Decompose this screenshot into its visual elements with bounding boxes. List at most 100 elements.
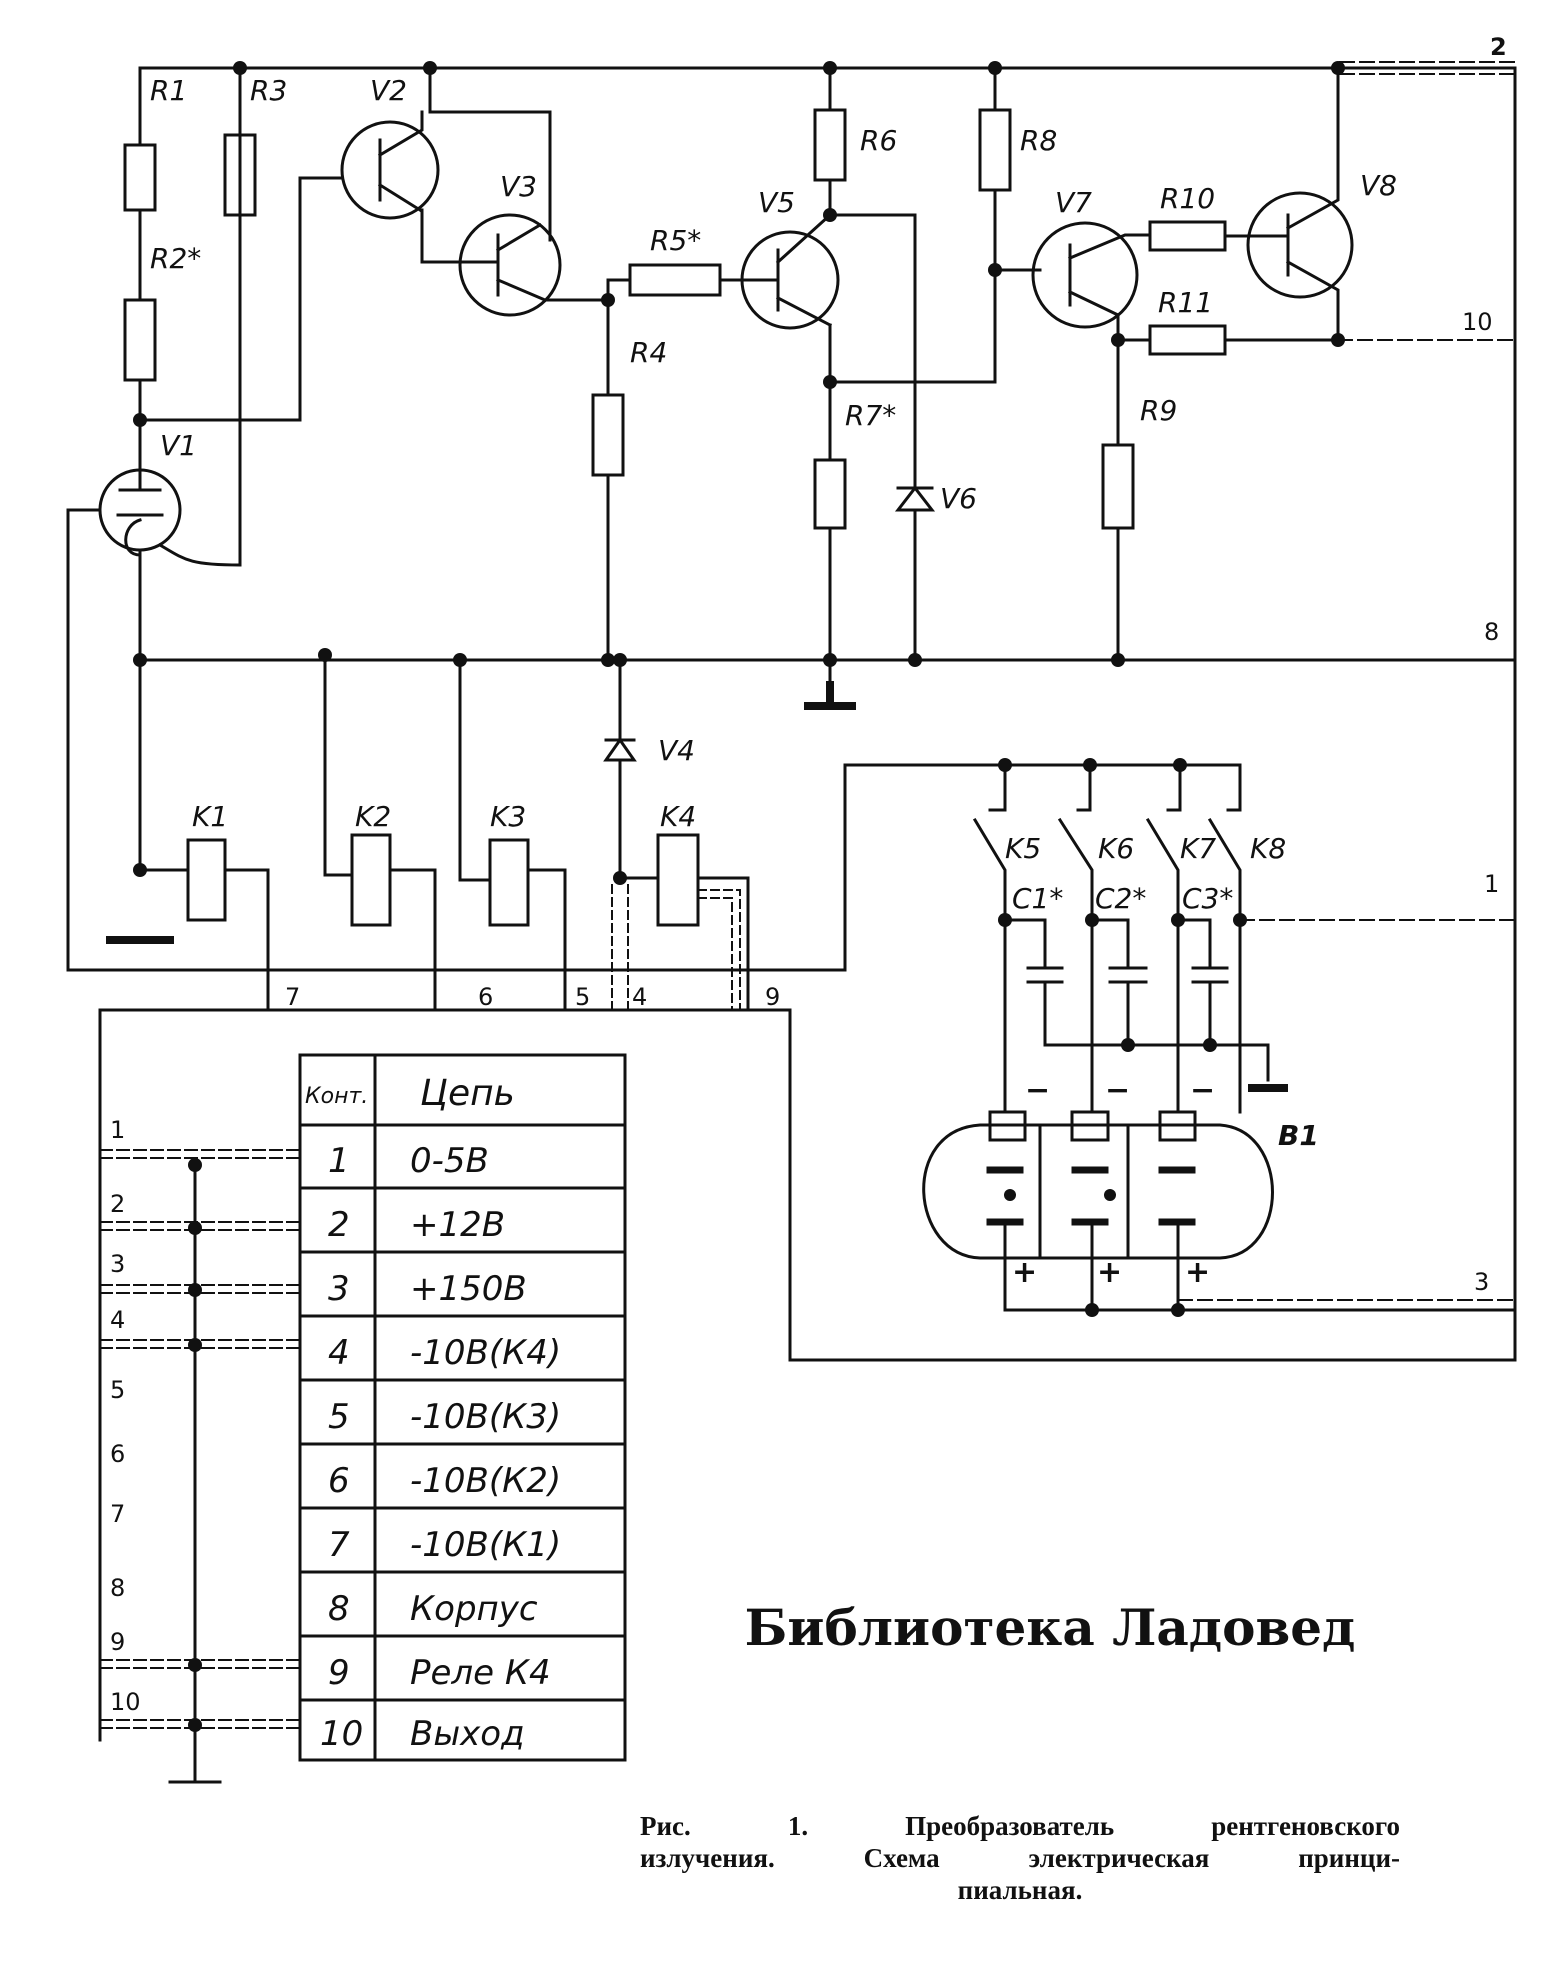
relay-bus-left <box>116 653 164 942</box>
terminal-1: 1 <box>1484 870 1499 898</box>
label-r9: R9 <box>1140 394 1177 427</box>
label-k2: K2 <box>355 800 391 833</box>
terminal-7: 7 <box>285 983 300 1011</box>
connector-leads <box>99 1149 301 1729</box>
relay-k2 <box>350 833 392 927</box>
label-r1: R1 <box>150 74 187 107</box>
switch-k5 <box>972 817 1007 922</box>
label-r11: R11 <box>1158 286 1213 319</box>
label-r3: R3 <box>250 74 287 107</box>
table-circuit-7: -10В(К1) <box>410 1525 561 1565</box>
label-k7: K7 <box>1180 832 1216 865</box>
battery-b1-outline <box>922 1123 1274 1260</box>
resistor-r2 <box>123 298 157 382</box>
cap-common-ground <box>1043 1043 1270 1082</box>
transistor-v8 <box>1246 191 1354 299</box>
diode-v4 <box>603 658 637 880</box>
label-r5: R5* <box>650 224 701 257</box>
connector-pin-1: 1 <box>110 1116 125 1144</box>
connector-pin-3: 3 <box>110 1250 125 1278</box>
connector-pin-9: 9 <box>110 1628 125 1656</box>
terminal-10: 10 <box>1462 308 1493 336</box>
v7-internals <box>1067 233 1152 342</box>
label-c1: C1* <box>1012 882 1063 915</box>
connector-pin-8: 8 <box>110 1574 125 1602</box>
label-k3: K3 <box>490 800 526 833</box>
caption-line-1: Рис. 1. Преобразователь рентгеновского <box>640 1811 1400 1841</box>
battery-b1-cells <box>988 1110 1197 1260</box>
transistor-v2 <box>340 120 440 220</box>
r4-branch <box>606 278 632 662</box>
label-v7: V7 <box>1055 186 1092 219</box>
table-circuit-2: +12В <box>410 1205 505 1245</box>
polarity-minus-1: − <box>1025 1073 1050 1108</box>
connector-pin-7: 7 <box>110 1500 125 1528</box>
table-contact-9: 9 <box>328 1653 350 1693</box>
label-k4: K4 <box>660 800 696 833</box>
label-v1: V1 <box>160 429 197 462</box>
table-circuit-6: -10В(К2) <box>410 1461 561 1501</box>
table-contact-6: 6 <box>328 1461 350 1501</box>
resistor-r10 <box>1148 220 1227 252</box>
table-circuit-9: Реле К4 <box>410 1653 551 1693</box>
capacitor-c3 <box>1176 918 1229 1047</box>
r7-branch <box>828 198 997 687</box>
label-r6: R6 <box>860 124 897 157</box>
polarity-plus-3: + <box>1185 1255 1210 1290</box>
resistor-r7 <box>813 458 847 530</box>
junction-dots <box>133 61 1345 1732</box>
polarity-minus-2: − <box>1105 1073 1130 1108</box>
label-r2: R2* <box>150 242 201 275</box>
switch-comb <box>988 763 1242 812</box>
label-k5: K5 <box>1005 832 1041 865</box>
connector-outline <box>98 1008 792 1742</box>
zener-v6 <box>894 485 936 662</box>
connector-pin-5: 5 <box>110 1376 125 1404</box>
terminal-3: 3 <box>1474 1268 1489 1296</box>
r1-r2-branch <box>138 66 344 422</box>
table-contact-8: 8 <box>328 1589 350 1629</box>
resistor-r5 <box>628 263 722 297</box>
resistor-r4 <box>591 393 625 477</box>
capacitor-c2 <box>1090 918 1148 1047</box>
label-v4: V4 <box>658 734 695 767</box>
connector-pin-2: 2 <box>110 1190 125 1218</box>
relay-k3 <box>488 838 530 927</box>
terminal-6: 6 <box>478 983 493 1011</box>
label-r8: R8 <box>1020 124 1057 157</box>
switch-k7 <box>1145 817 1180 922</box>
rail-2-lead <box>1339 61 1516 75</box>
label-b1: B1 <box>1278 1119 1319 1152</box>
switch-k8 <box>1207 817 1242 922</box>
label-k6: K6 <box>1098 832 1134 865</box>
switch-k6 <box>1057 817 1094 922</box>
table-header-contact: Конт. <box>305 1084 368 1109</box>
transistor-v7 <box>1031 221 1139 329</box>
v8-internals <box>1223 66 1340 342</box>
table-circuit-5: -10В(К3) <box>410 1397 561 1437</box>
pinout-table: Конт. Цепь 1 0-5В 2 +12В 3 +150В 4 -10В(… <box>305 1073 561 1754</box>
resistor-r3 <box>223 133 257 217</box>
table-circuit-10: Выход <box>410 1714 525 1754</box>
table-contact-7: 7 <box>328 1525 350 1565</box>
label-k1: K1 <box>192 800 228 833</box>
label-v2: V2 <box>370 74 407 107</box>
label-v6: V6 <box>940 482 977 515</box>
connector-pin-10: 10 <box>110 1688 141 1716</box>
v1-electrodes <box>116 418 164 657</box>
terminal-8: 8 <box>1484 618 1499 646</box>
label-r4: R4 <box>630 336 667 369</box>
battery-b1-plates <box>986 1166 1196 1226</box>
v2-internals <box>377 66 552 242</box>
k3-wiring <box>458 653 567 1012</box>
resistor-r1 <box>123 143 157 212</box>
table-contact-4: 4 <box>328 1333 350 1373</box>
label-v8: V8 <box>1360 169 1397 202</box>
table-contact-3: 3 <box>328 1269 350 1309</box>
resistor-r9 <box>1101 443 1135 530</box>
terminal-2: 2 <box>1490 33 1507 61</box>
table-contact-5: 5 <box>328 1397 350 1437</box>
connector-pin-6: 6 <box>110 1440 125 1468</box>
v5-internals <box>775 212 833 328</box>
